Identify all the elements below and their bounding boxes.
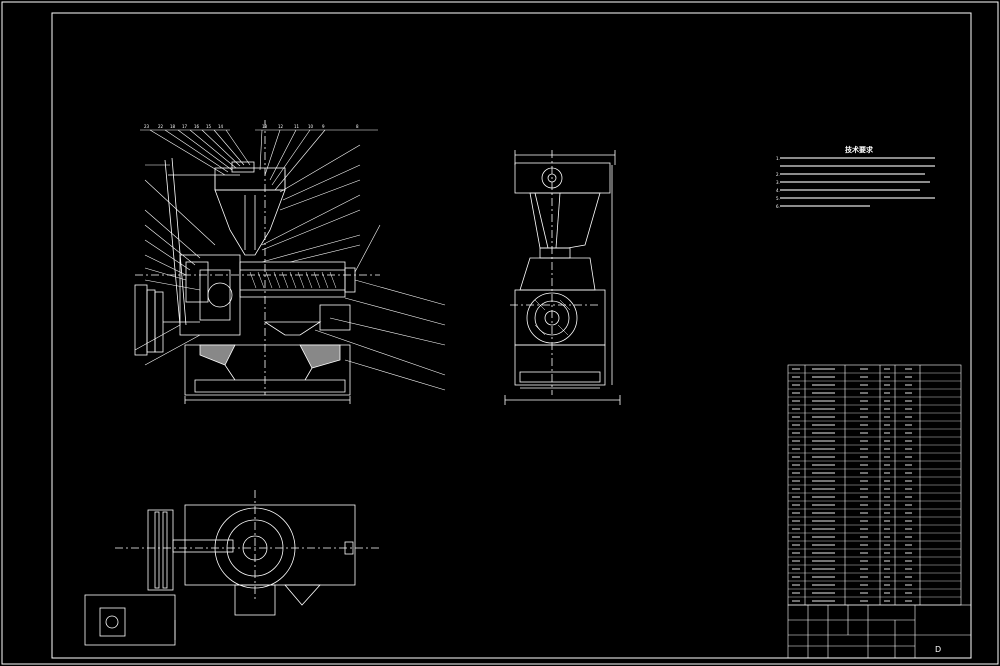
tech-req-title: 技术要求 [845, 145, 874, 154]
front-view-hatching [249, 271, 337, 289]
balloon-8: 8 [356, 124, 359, 129]
balloon-14: 14 [218, 124, 224, 129]
balloon-11: 11 [294, 124, 300, 129]
leader-lines-left [134, 164, 216, 366]
tech-req-1: 1. [776, 156, 780, 161]
title-block-sheet-mark: D [935, 645, 941, 654]
balloon-16: 16 [194, 124, 200, 129]
balloon-17: 17 [182, 124, 188, 129]
tech-req-2: 2. [776, 172, 780, 177]
parts-table-entries [792, 368, 912, 602]
side-view-hatching [534, 299, 571, 336]
top-view [84, 490, 380, 646]
leader-lines-right [314, 279, 446, 391]
balloon-9: 9 [322, 124, 325, 129]
tech-req-6: 6. [776, 204, 780, 209]
inner-frame [51, 12, 972, 659]
side-view [504, 150, 621, 405]
tech-req-4: 4. [776, 188, 780, 193]
balloon-22: 22 [158, 124, 164, 129]
balloon-numbers-top: 23 22 18 17 16 15 14 13 12 11 10 9 8 [144, 124, 359, 129]
leader-lines-top [140, 129, 381, 273]
tech-req-3: 3. [776, 180, 780, 185]
balloon-18: 18 [170, 124, 176, 129]
balloon-15: 15 [206, 124, 212, 129]
parts-table-rows [788, 372, 961, 598]
balloon-13: 13 [262, 124, 268, 129]
technical-requirements: 技术要求 1. 2. 3. 4. 5. 6. [776, 145, 935, 209]
title-block [787, 604, 972, 659]
tech-req-5: 5. [776, 196, 780, 201]
front-section-view [134, 120, 380, 404]
balloon-10: 10 [308, 124, 314, 129]
balloon-12: 12 [278, 124, 284, 129]
balloon-23: 23 [144, 124, 150, 129]
